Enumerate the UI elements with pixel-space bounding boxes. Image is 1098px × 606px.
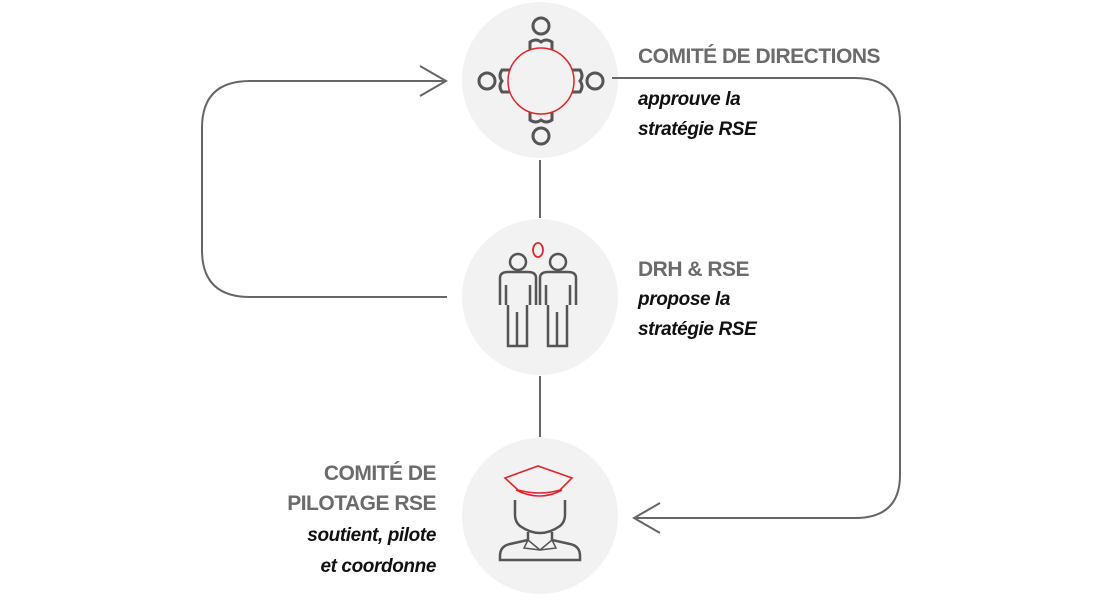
node-desc-line: soutient, pilote [307, 525, 436, 546]
two-people-icon [498, 242, 578, 348]
node-desc-line: stratégie RSE [638, 319, 757, 340]
node-title-comite-directions: COMITÉ DE DIRECTIONS [638, 45, 881, 68]
node-desc-line: propose la [638, 289, 731, 310]
node-title-pilotage: PILOTAGE RSE [287, 492, 436, 515]
node-desc-line: stratégie RSE [638, 119, 757, 140]
arrow-head-right [419, 65, 449, 97]
node-desc-line: approuve la [638, 89, 741, 110]
meeting-table-icon [477, 16, 605, 146]
officer-icon [498, 465, 582, 562]
node-circle-bottom [462, 438, 618, 594]
node-desc-line: et coordonne [320, 556, 436, 577]
arrow-head-left [631, 502, 661, 534]
loop-arrow-right [612, 77, 901, 519]
node-title-pilotage: COMITÉ DE [323, 462, 437, 485]
loop-arrow-left [201, 80, 447, 298]
node-title-drh-rse: DRH & RSE [638, 258, 750, 281]
